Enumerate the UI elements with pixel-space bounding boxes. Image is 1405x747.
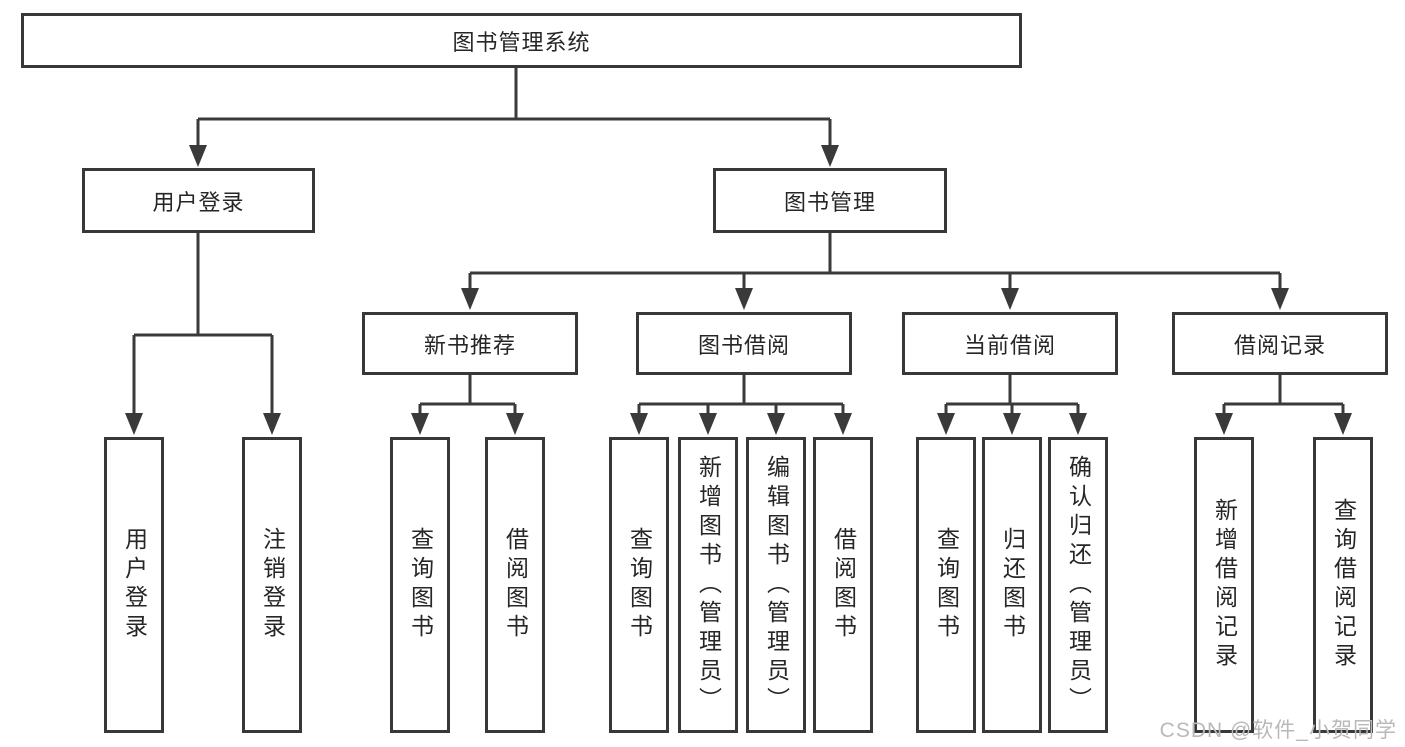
arrow-nb-leaf2: [506, 413, 524, 435]
arrow-nb-leaf1: [411, 413, 429, 435]
node-new-book-label: 新书推荐: [423, 332, 516, 358]
leaf-rc-query-record: 查询借阅记录: [1313, 437, 1373, 733]
node-borrow-records: 借阅记录: [1172, 312, 1388, 375]
arrow-ul-leaf1: [125, 413, 143, 435]
leaf-nb-borrow-books: 借阅图书: [485, 437, 545, 733]
node-borrow-records-label: 借阅记录: [1233, 332, 1326, 358]
leaf-rc-add-record: 新增借阅记录: [1194, 437, 1254, 733]
arrow-user-login: [189, 145, 207, 167]
node-current-borrow: 当前借阅: [902, 312, 1118, 375]
arrow-bw-leaf1: [630, 413, 648, 435]
leaf-bw-edit-books-admin: 编辑图书（管理员）: [746, 437, 806, 733]
arrow-current-borrow: [1001, 288, 1019, 310]
arrow-rc-leaf1: [1215, 413, 1233, 435]
leaf-logout: 注销登录: [242, 437, 302, 733]
leaf-bw-query-books-label: 查询图书: [626, 527, 653, 643]
leaf-nb-query-books: 查询图书: [390, 437, 450, 733]
arrow-new-book: [461, 288, 479, 310]
node-book-borrow: 图书借阅: [636, 312, 852, 375]
node-root: 图书管理系统: [21, 13, 1022, 68]
leaf-bw-edit-books-admin-label: 编辑图书（管理员）: [763, 454, 790, 716]
node-book-management-label: 图书管理: [783, 189, 876, 215]
node-user-login: 用户登录: [82, 168, 315, 233]
arrow-bw-leaf4: [834, 413, 852, 435]
leaf-cu-confirm-return-admin-label: 确认归还（管理员）: [1065, 454, 1092, 716]
leaf-rc-query-record-label: 查询借阅记录: [1330, 498, 1357, 672]
leaf-nb-query-books-label: 查询图书: [407, 527, 434, 643]
leaf-cu-return-books-label: 归还图书: [999, 527, 1026, 643]
node-book-borrow-label: 图书借阅: [697, 332, 790, 358]
arrow-cu-leaf1: [937, 413, 955, 435]
node-user-login-label: 用户登录: [152, 189, 245, 215]
leaf-rc-add-record-label: 新增借阅记录: [1211, 498, 1238, 672]
arrow-cu-leaf3: [1069, 413, 1087, 435]
leaf-user-login: 用户登录: [104, 437, 164, 733]
leaf-user-login-label: 用户登录: [121, 527, 148, 643]
csdn-watermark: CSDN @软件_小贺同学: [1159, 719, 1397, 742]
leaf-bw-query-books: 查询图书: [609, 437, 669, 733]
node-book-management: 图书管理: [713, 168, 947, 233]
node-current-borrow-label: 当前借阅: [963, 332, 1056, 358]
leaf-cu-confirm-return-admin: 确认归还（管理员）: [1048, 437, 1108, 733]
arrow-bw-leaf2: [699, 413, 717, 435]
arrow-borrow-records: [1271, 288, 1289, 310]
leaf-nb-borrow-books-label: 借阅图书: [502, 527, 529, 643]
leaf-bw-borrow-books-label: 借阅图书: [830, 527, 857, 643]
arrow-bw-leaf3: [767, 413, 785, 435]
leaf-bw-add-books-admin: 新增图书（管理员）: [678, 437, 738, 733]
leaf-bw-add-books-admin-label: 新增图书（管理员）: [695, 454, 722, 716]
leaf-cu-return-books: 归还图书: [982, 437, 1042, 733]
leaf-cu-query-books: 查询图书: [916, 437, 976, 733]
arrow-cu-leaf2: [1003, 413, 1021, 435]
arrow-ul-leaf2: [263, 413, 281, 435]
leaf-logout-label: 注销登录: [259, 527, 286, 643]
arrow-rc-leaf2: [1334, 413, 1352, 435]
leaf-cu-query-books-label: 查询图书: [933, 527, 960, 643]
node-root-label: 图书管理系统: [452, 29, 591, 55]
node-new-book: 新书推荐: [362, 312, 578, 375]
arrow-book-borrow: [735, 288, 753, 310]
leaf-bw-borrow-books: 借阅图书: [813, 437, 873, 733]
arrow-book-management: [821, 145, 839, 167]
